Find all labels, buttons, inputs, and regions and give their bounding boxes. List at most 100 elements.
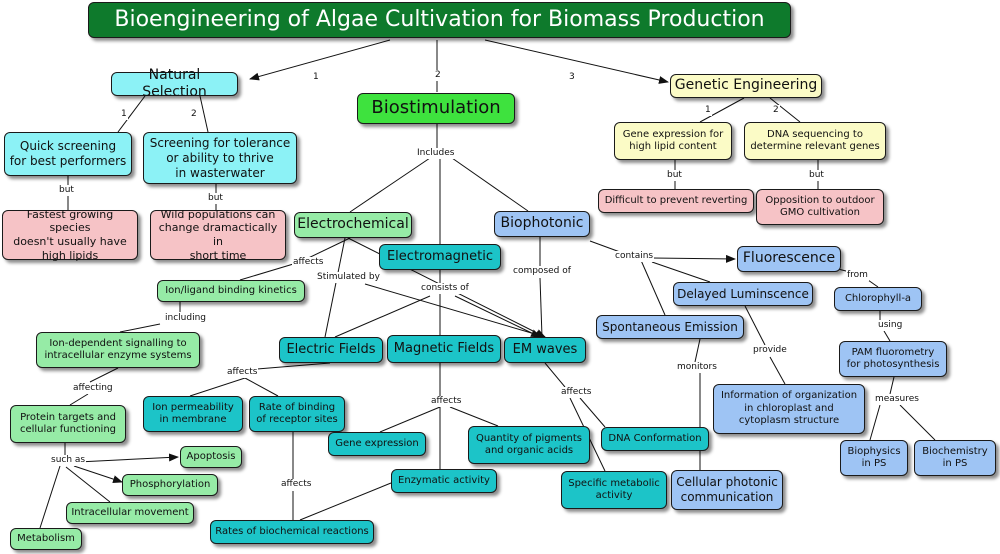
node-biophotonic: Biophotonic	[494, 211, 590, 237]
connector-line	[199, 95, 209, 133]
node-wild-populations: Wild populations can change dramacticall…	[150, 208, 286, 262]
link-label-ge-1: 1	[704, 105, 712, 116]
connector-line	[239, 261, 301, 281]
link-label-from: from	[846, 270, 869, 281]
node-biochemistry: Biochemistry in PS	[914, 440, 996, 476]
node-metabolism: Metabolism	[10, 528, 82, 550]
node-intracellular-movement: Intracellular movement	[66, 502, 194, 524]
connector-line	[651, 261, 711, 283]
link-label-contains: contains	[614, 251, 655, 262]
connector-line	[449, 406, 499, 427]
link-label-includes: Includes	[416, 148, 456, 159]
node-genetic-engineering: Genetic Engineering	[670, 74, 822, 98]
connector-line	[244, 362, 331, 371]
node-dna-sequencing: DNA sequencing to determine relevant gen…	[744, 122, 886, 160]
link-label-3: 3	[568, 72, 576, 83]
connector-line	[73, 465, 123, 483]
link-label-affects-echem: affects	[292, 257, 325, 268]
connector-line	[119, 323, 161, 333]
node-delayed-luminescence: Delayed Luminscence	[673, 282, 813, 306]
connector-line	[39, 465, 61, 529]
link-label-ge-2: 2	[772, 105, 780, 116]
link-label-provide: provide	[752, 345, 788, 356]
link-label-affects-em: affects	[560, 387, 593, 398]
connector-line	[589, 240, 621, 253]
connector-line	[451, 157, 529, 212]
node-dna-conformation: DNA Conformation	[601, 427, 709, 451]
connector-line	[639, 257, 666, 316]
node-natural-selection: Natural Selection	[111, 67, 238, 100]
node-opposition-gmo: Opposition to outdoor GMO cultivation	[756, 189, 884, 225]
node-enzymatic-activity: Enzymatic activity	[391, 469, 497, 493]
link-label-but-a: but	[58, 185, 75, 196]
link-label-such-as: such as	[50, 455, 87, 466]
node-biostimulation: Biostimulation	[357, 93, 515, 124]
link-label-using: using	[877, 320, 904, 331]
connector-line	[299, 482, 392, 521]
connector-line	[694, 338, 701, 363]
node-quantity-pigments: Quantity of pigments and organic acids	[468, 426, 590, 464]
connector-line	[899, 404, 936, 441]
connector-line	[883, 330, 891, 342]
connector-line	[769, 356, 786, 385]
connector-line	[249, 39, 391, 81]
connector-line	[769, 97, 801, 123]
node-protein-targets: Protein targets and cellular functioning	[10, 405, 126, 443]
node-difficult-reverting: Difficult to prevent reverting	[598, 189, 754, 213]
connector-line	[89, 367, 119, 383]
link-label-consists-of: consists of	[420, 283, 470, 294]
connector-line	[579, 397, 606, 428]
link-label-affecting: affecting	[72, 383, 114, 394]
node-magnetic-fields: Magnetic Fields	[387, 335, 501, 363]
connector-line	[651, 254, 736, 263]
node-biophysics: Biophysics in PS	[840, 440, 908, 476]
connector-line	[544, 362, 566, 388]
node-apoptosis: Apoptosis	[180, 446, 242, 468]
node-em-waves: EM waves	[504, 337, 586, 363]
connector-line	[324, 237, 346, 338]
map-title: Bioengineering of Algae Cultivation for …	[88, 2, 791, 38]
connector-line	[867, 279, 879, 288]
link-label-affects-rate: affects	[280, 479, 313, 490]
node-rates-biochemical: Rates of biochemical reactions	[210, 520, 374, 544]
link-label-affects-mf: affects	[430, 396, 463, 407]
connector-line	[744, 305, 766, 346]
connector-line	[189, 377, 246, 397]
connector-line	[117, 95, 146, 133]
node-rate-binding: Rate of binding of receptor sites	[249, 396, 345, 432]
node-electrochemical: Electrochemical	[294, 212, 412, 238]
connector-line	[869, 404, 881, 441]
link-label-monitors: monitors	[676, 362, 718, 373]
connector-line	[379, 406, 441, 433]
node-ion-ligand: Ion/ligand binding kinetics	[157, 280, 305, 302]
node-chlorophyll: Chlorophyll-a	[834, 287, 922, 311]
link-label-1: 1	[312, 72, 320, 83]
node-screening-tolerance: Screening for tolerance or ability to th…	[143, 132, 297, 184]
node-specific-metabolic: Specific metabolic activity	[561, 471, 667, 509]
node-ion-dependent: Ion-dependent signalling to intracellula…	[36, 332, 200, 368]
connector-line	[454, 295, 541, 338]
link-label-stimulated-by: Stimulated by	[316, 272, 381, 283]
connector-line	[484, 39, 669, 84]
node-electromagnetic: Electromagnetic	[379, 244, 501, 270]
link-label-measures: measures	[874, 394, 920, 405]
node-gene-expression: Gene expression	[328, 432, 426, 456]
connector-line	[77, 453, 179, 463]
connector-line	[699, 97, 745, 123]
node-fastest-growing: Fastest growing species doesn't usually …	[2, 208, 138, 262]
node-ion-permeability: Ion permeability in membrane	[143, 396, 243, 432]
link-label-including: including	[164, 313, 207, 324]
connector-line	[889, 376, 895, 395]
node-electric-fields: Electric Fields	[279, 337, 383, 363]
link-label-composed-of: composed of	[512, 266, 572, 277]
node-cellular-photonic: Cellular photonic communication	[671, 470, 783, 510]
link-label-2: 2	[434, 70, 442, 81]
node-phosphorylation: Phosphorylation	[122, 474, 218, 496]
link-label-but-d: but	[808, 170, 825, 181]
connector-line	[65, 466, 111, 503]
link-label-ns-1: 1	[120, 109, 128, 120]
connector-line	[334, 295, 431, 338]
node-fluorescence: Fluorescence	[737, 246, 841, 272]
node-spontaneous-emission: Spontaneous Emission	[596, 315, 744, 339]
